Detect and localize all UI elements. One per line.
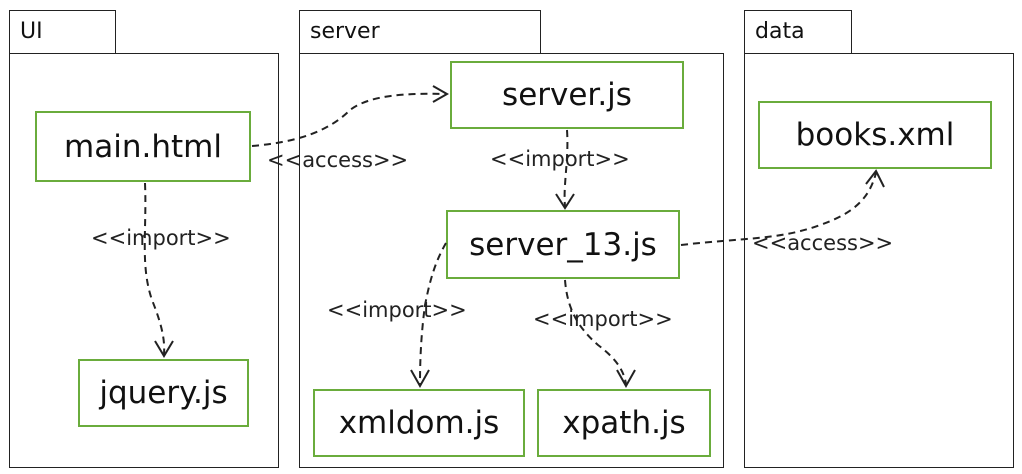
module-xpath-js[interactable]: xpath.js — [537, 389, 711, 457]
module-jquery-js[interactable]: jquery.js — [78, 359, 249, 427]
relation-label-server13-import-xpath: <<import>> — [533, 307, 673, 331]
dependency-server13-to-books — [680, 172, 877, 246]
package-label-server: server — [310, 19, 380, 44]
relation-label-server13-import-xmldom: <<import>> — [327, 298, 467, 322]
dependency-server-to-server13 — [563, 129, 569, 207]
relation-label-main-access-server: <<access>> — [267, 148, 408, 172]
arrowhead-xmldom-js — [410, 369, 430, 389]
arrowhead-server-13-js — [555, 193, 575, 210]
module-label: books.xml — [795, 117, 955, 153]
module-main-html[interactable]: main.html — [35, 111, 251, 182]
module-xmldom-js[interactable]: xmldom.js — [313, 389, 525, 457]
relation-label-server13-access-books: <<access>> — [752, 231, 893, 255]
arrowhead-books-xml — [865, 169, 885, 188]
module-label: xmldom.js — [338, 405, 500, 441]
module-label: server_13.js — [469, 226, 657, 263]
dependency-server13-to-xmldom — [419, 242, 447, 385]
package-label-ui: UI — [20, 19, 43, 44]
arrowhead-xpath-js — [616, 369, 636, 389]
dependency-main-to-jquery — [143, 182, 166, 355]
dependency-main-to-server — [251, 92, 448, 147]
package-tab-ui: UI — [9, 10, 116, 54]
module-label: main.html — [64, 128, 222, 165]
dependency-server13-to-xpath — [564, 279, 627, 385]
package-label-data: data — [755, 19, 805, 44]
module-label: server.js — [502, 77, 632, 113]
module-books-xml[interactable]: books.xml — [758, 101, 992, 169]
module-label: jquery.js — [99, 375, 228, 411]
package-tab-data: data — [744, 10, 852, 54]
module-server-js[interactable]: server.js — [450, 61, 684, 129]
module-label: xpath.js — [562, 405, 686, 441]
arrowhead-server-js — [432, 85, 450, 103]
package-tab-server: server — [299, 10, 541, 54]
relation-label-main-import-jquery: <<import>> — [91, 226, 231, 250]
relation-label-server-import-server13: <<import>> — [490, 147, 630, 171]
module-server-13-js[interactable]: server_13.js — [446, 210, 680, 279]
arrowhead-jquery-js — [154, 340, 174, 358]
